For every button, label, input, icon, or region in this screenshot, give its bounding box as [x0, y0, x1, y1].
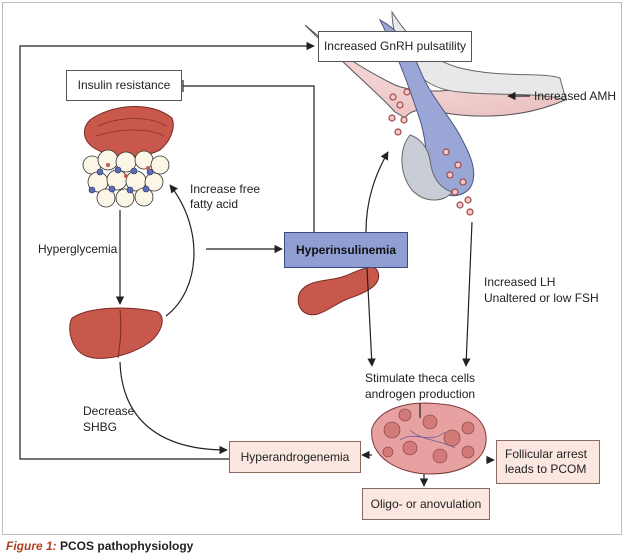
- hyperinsulinemia-box: Hyperinsulinemia: [284, 232, 408, 268]
- pancreas-illustration: [297, 266, 380, 316]
- shbg-label-line1: Decrease: [83, 404, 135, 418]
- gnrh-text: Increased GnRH pulsatility: [323, 39, 467, 53]
- follicular-arrest-text-line1: Follicular arrest: [505, 447, 588, 461]
- liver-illustration: [69, 307, 163, 359]
- theca-label-line2: androgen production: [364, 387, 476, 401]
- amh-label: Increased AMH: [534, 89, 617, 103]
- muscle-illustration: [84, 106, 174, 158]
- figure-caption: Figure 1: PCOS pathophysiology: [6, 539, 193, 553]
- pathway-connectors: [19, 41, 530, 487]
- ffa-label-line1: Increase free: [190, 182, 261, 196]
- hyperandrogenemia-text: Hyperandrogenemia: [240, 449, 350, 464]
- follicular-arrest-box: Follicular arrest leads to PCOM: [496, 440, 600, 484]
- figure-number: Figure 1:: [6, 539, 57, 553]
- adipose-tissue-illustration: [82, 149, 170, 208]
- hyperglycemia-label: Hyperglycemia: [38, 242, 118, 256]
- theca-label-line1: Stimulate theca cells: [364, 371, 476, 385]
- gnrh-box: Increased GnRH pulsatility: [318, 31, 472, 62]
- lh-label-line1: Increased LH: [484, 275, 556, 289]
- ffa-label-line2: fatty acid: [190, 197, 239, 211]
- oligo-anovulation-box: Oligo- or anovulation: [362, 488, 490, 520]
- figure-title: PCOS pathophysiology: [60, 539, 194, 553]
- shbg-label-line2: SHBG: [83, 420, 118, 434]
- ovary-illustration: [371, 402, 487, 475]
- hyperandrogenemia-box: Hyperandrogenemia: [229, 441, 361, 473]
- hypothalamus-pituitary-illustration: [304, 10, 567, 216]
- insulin-resistance-box: Insulin resistance: [66, 70, 182, 101]
- insulin-resistance-text: Insulin resistance: [77, 78, 171, 92]
- lh-label-line2: Unaltered or low FSH: [484, 291, 599, 305]
- oligo-anovulation-text: Oligo- or anovulation: [370, 496, 482, 511]
- follicular-arrest-text-line2: leads to PCOM: [505, 462, 587, 476]
- hyperinsulinemia-text: Hyperinsulinemia: [295, 242, 397, 257]
